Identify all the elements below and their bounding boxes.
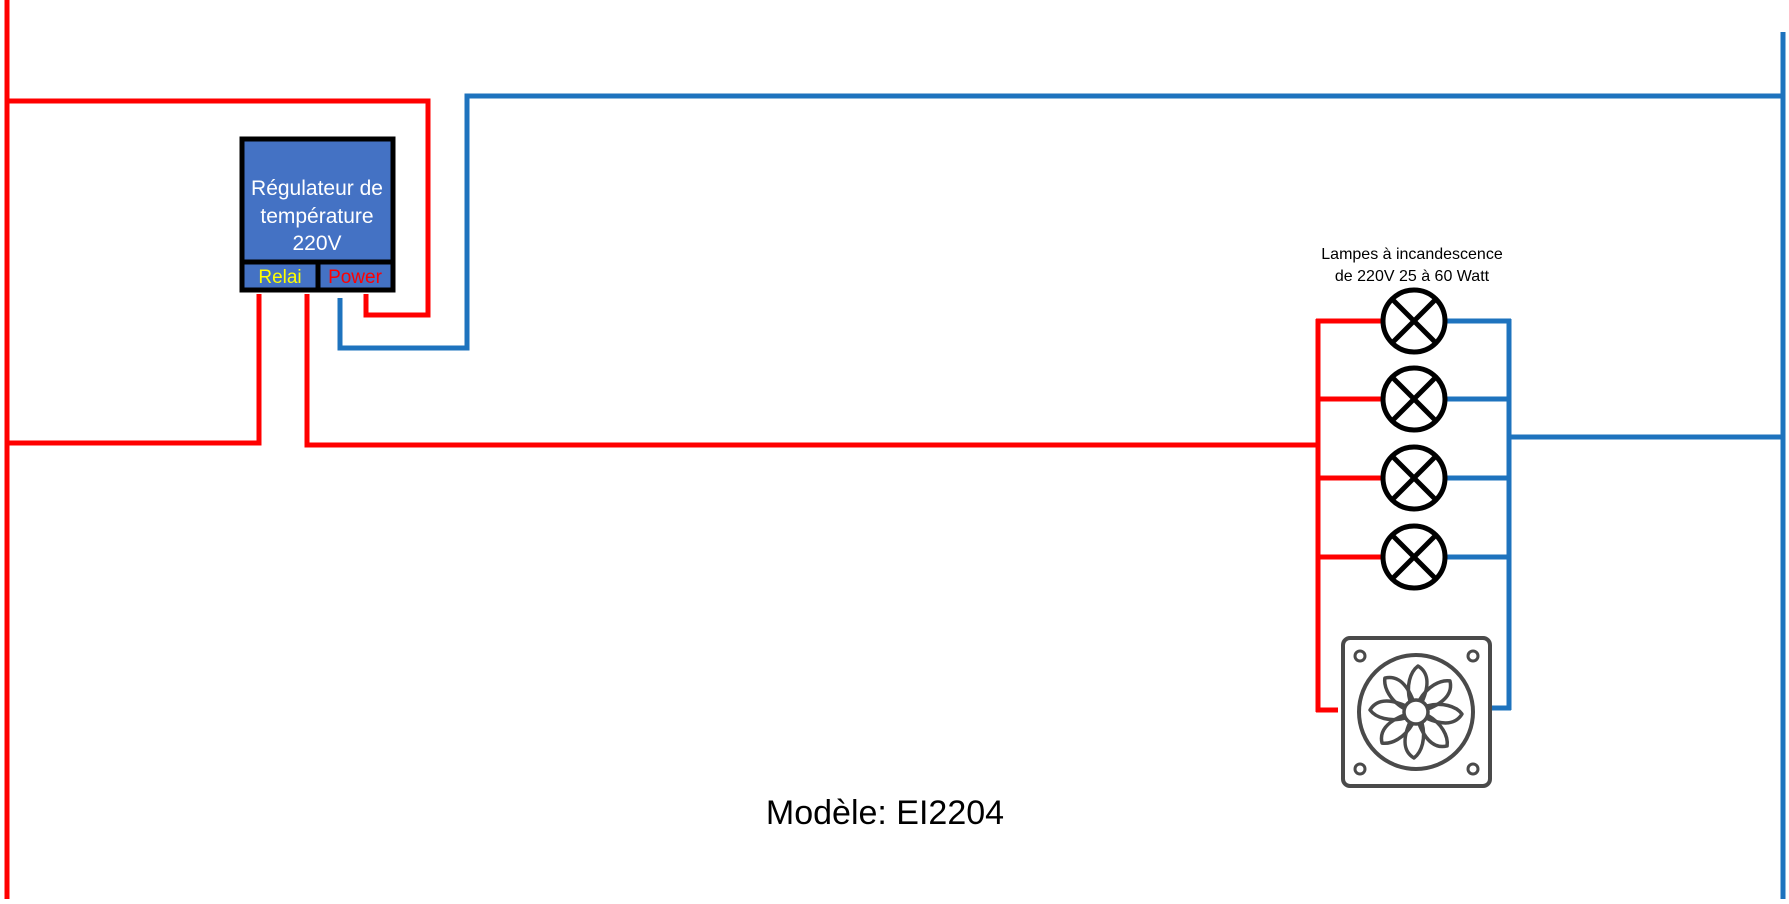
lamp-2 (1380, 365, 1448, 433)
fan-blade-7 (1368, 699, 1407, 722)
fan-hub (1402, 698, 1430, 726)
fan-screw-bottom-right (1466, 762, 1480, 776)
temperature-regulator: Régulateur de température 220V Relai Pow… (239, 136, 396, 293)
fan-screw-bottom-left (1353, 762, 1367, 776)
lamp-1-cross-b (1390, 297, 1438, 345)
fan-blade-5 (1403, 721, 1426, 760)
fan-blade-2 (1418, 679, 1453, 711)
fan-blades (1368, 664, 1464, 760)
lamp-4-cross-b (1390, 533, 1438, 581)
lamp-3 (1380, 444, 1448, 512)
fan-blade-4 (1417, 714, 1449, 749)
fan-blade-8 (1383, 675, 1415, 710)
lamps-label-line-2: de 220V 25 à 60 Watt (1335, 268, 1490, 285)
lamp-3-cross-b (1390, 454, 1438, 502)
phase-wire-regulator-power (9, 98, 431, 318)
neutral-wire-regulator-power (337, 93, 1781, 351)
regulator-title-line-1: Régulateur de (251, 177, 383, 200)
regulator-title-line-2: température (260, 205, 373, 228)
lamps-label-line-1: Lampes à incandescence (1321, 246, 1503, 263)
fan-shroud (1357, 653, 1475, 771)
phase-wire-relay-in (9, 294, 262, 446)
fan-blade-6 (1379, 713, 1414, 745)
relay-out-wire-to-loads (304, 294, 1318, 448)
relay-terminal-label: Relai (258, 267, 301, 288)
fan-screw-top-left (1353, 649, 1367, 663)
fan-blade-3 (1425, 702, 1464, 725)
lamp-2-cross-b (1390, 375, 1438, 423)
lamp-4 (1380, 523, 1448, 591)
model-label: Modèle: EI2204 (766, 794, 1004, 832)
fan-icon (1341, 636, 1492, 788)
power-terminal-label: Power (328, 267, 383, 288)
fan-screw-top-right (1466, 649, 1480, 663)
regulator-title-line-3: 220V (292, 232, 341, 255)
lamp-1 (1380, 287, 1448, 355)
